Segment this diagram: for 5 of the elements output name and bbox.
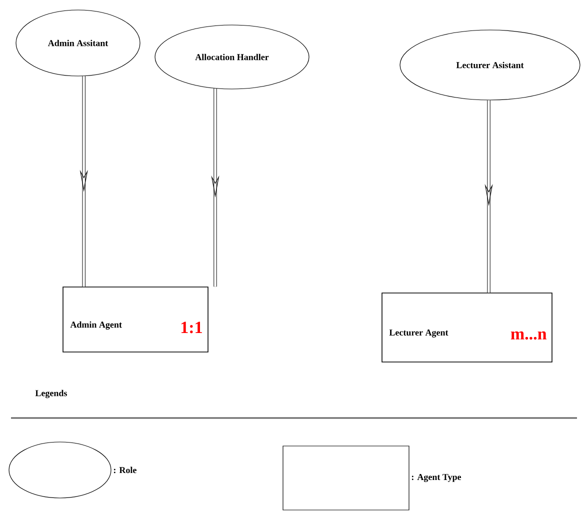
legend-heading: Legends [35,390,67,398]
agent-box: Lecturer Agent m...n [382,292,552,362]
agent-box: Admin Agent 1:1 [62,286,208,352]
legend-entry: : Agent Type [282,446,462,510]
legend-entry: : Role [8,442,136,498]
